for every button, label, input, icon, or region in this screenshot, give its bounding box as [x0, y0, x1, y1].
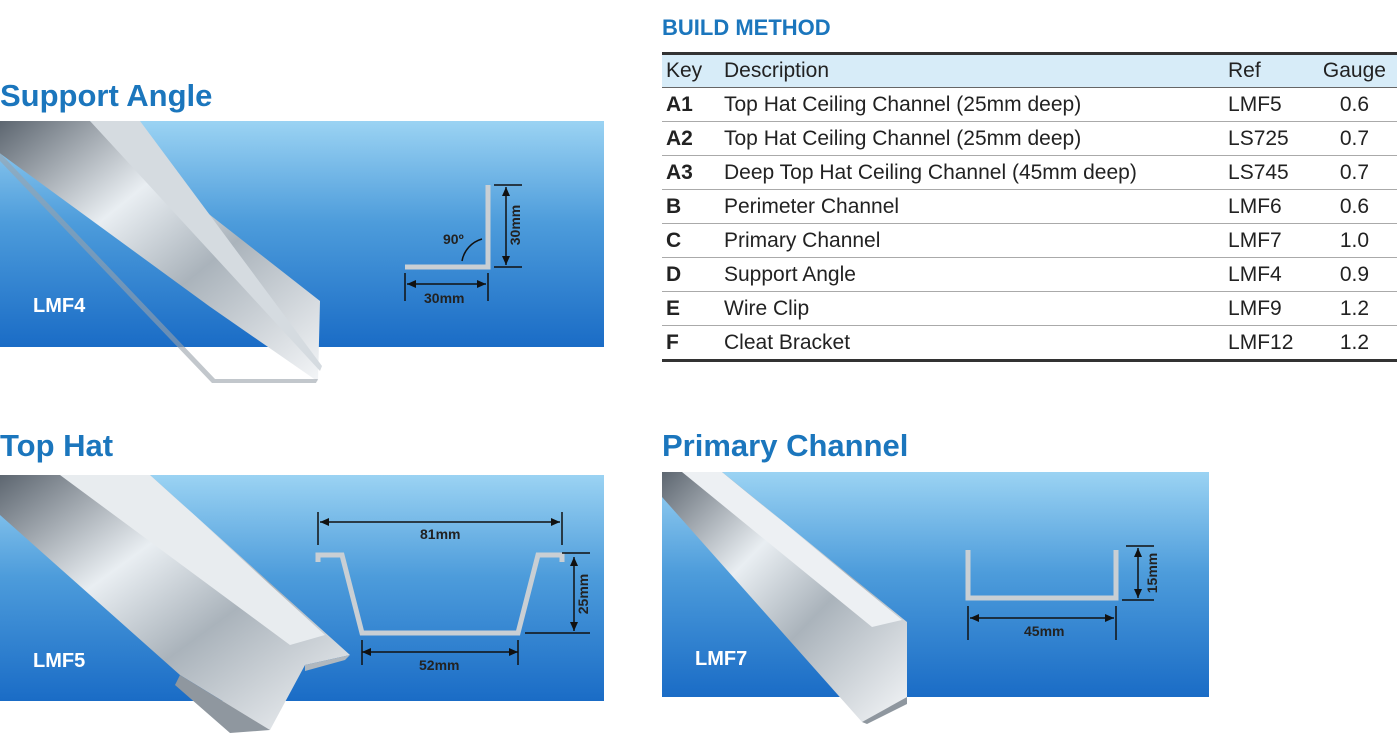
row-key: D — [662, 257, 720, 292]
header-ref: Ref — [1224, 52, 1312, 88]
primary-channel-profile — [965, 545, 1154, 640]
top-hat-heading: Top Hat — [0, 428, 114, 463]
row-ref: LMF9 — [1224, 291, 1312, 326]
row-description: Primary Channel — [720, 223, 1225, 258]
row-ref: LMF6 — [1224, 189, 1312, 224]
row-gauge: 0.6 — [1311, 189, 1397, 224]
top-hat-panel: 81mm 52mm 25mm LMF5 — [0, 475, 604, 733]
row-key: F — [662, 325, 720, 362]
support-angle-illustration — [0, 121, 322, 383]
table-header-row: Key Description Ref Gauge — [662, 52, 1397, 88]
row-description: Support Angle — [720, 257, 1225, 292]
row-gauge: 1.2 — [1311, 325, 1397, 362]
row-gauge: 0.6 — [1311, 87, 1397, 122]
row-key: E — [662, 291, 720, 326]
width-label: 30mm — [424, 290, 465, 306]
row-description: Wire Clip — [720, 291, 1225, 326]
header-description: Description — [720, 52, 1225, 88]
row-ref: LS725 — [1224, 121, 1312, 156]
row-key: C — [662, 223, 720, 258]
support-angle-profile — [404, 184, 522, 301]
primary-channel-heading: Primary Channel — [662, 428, 909, 463]
depth-label: 15mm — [1144, 552, 1161, 594]
row-gauge: 0.7 — [1311, 121, 1397, 156]
table-row: D Support Angle LMF4 0.9 — [662, 257, 1397, 292]
row-description: Cleat Bracket — [720, 325, 1225, 362]
row-ref: LMF5 — [1224, 87, 1312, 122]
row-ref: LMF12 — [1224, 325, 1312, 362]
table-row: C Primary Channel LMF7 1.0 — [662, 223, 1397, 258]
primary-channel-panel: 45mm 15mm LMF7 — [662, 472, 1209, 724]
row-key: A3 — [662, 155, 720, 190]
table-row: F Cleat Bracket LMF12 1.2 — [662, 325, 1397, 362]
row-ref: LMF4 — [1224, 257, 1312, 292]
row-ref: LMF7 — [1224, 223, 1312, 258]
header-gauge: Gauge — [1311, 52, 1397, 88]
build-method-title: BUILD METHOD — [662, 15, 831, 40]
product-code: LMF7 — [695, 648, 748, 670]
product-code: LMF4 — [33, 295, 86, 317]
row-description: Deep Top Hat Ceiling Channel (45mm deep) — [720, 155, 1225, 190]
table-row: B Perimeter Channel LMF6 0.6 — [662, 189, 1397, 224]
row-description: Perimeter Channel — [720, 189, 1225, 224]
row-gauge: 0.7 — [1311, 155, 1397, 190]
build-method-table: Key Description Ref Gauge A1 Top Hat Cei… — [662, 52, 1397, 362]
top-hat-profile — [315, 512, 590, 665]
table-row: A2 Top Hat Ceiling Channel (25mm deep) L… — [662, 121, 1397, 156]
header-key: Key — [662, 52, 720, 88]
bottom-width-label: 52mm — [419, 657, 460, 673]
table-row: E Wire Clip LMF9 1.2 — [662, 291, 1397, 326]
top-hat-illustration — [0, 475, 350, 733]
row-description: Top Hat Ceiling Channel (25mm deep) — [720, 121, 1225, 156]
product-code: LMF5 — [33, 650, 86, 672]
row-description: Top Hat Ceiling Channel (25mm deep) — [720, 87, 1225, 122]
row-ref: LS745 — [1224, 155, 1312, 190]
support-angle-panel: 90º 30mm 30mm LMF4 — [0, 121, 604, 383]
row-key: B — [662, 189, 720, 224]
row-gauge: 0.9 — [1311, 257, 1397, 292]
top-width-label: 81mm — [420, 526, 461, 542]
height-label: 30mm — [507, 204, 524, 246]
width-label: 45mm — [1024, 623, 1065, 639]
table-row: A1 Top Hat Ceiling Channel (25mm deep) L… — [662, 87, 1397, 122]
row-key: A2 — [662, 121, 720, 156]
angle-label: 90º — [443, 231, 464, 247]
primary-channel-illustration — [662, 472, 907, 724]
row-key: A1 — [662, 87, 720, 122]
depth-label: 25mm — [575, 573, 592, 615]
row-gauge: 1.0 — [1311, 223, 1397, 258]
support-angle-heading: Support Angle — [0, 78, 213, 113]
row-gauge: 1.2 — [1311, 291, 1397, 326]
table-row: A3 Deep Top Hat Ceiling Channel (45mm de… — [662, 155, 1397, 190]
